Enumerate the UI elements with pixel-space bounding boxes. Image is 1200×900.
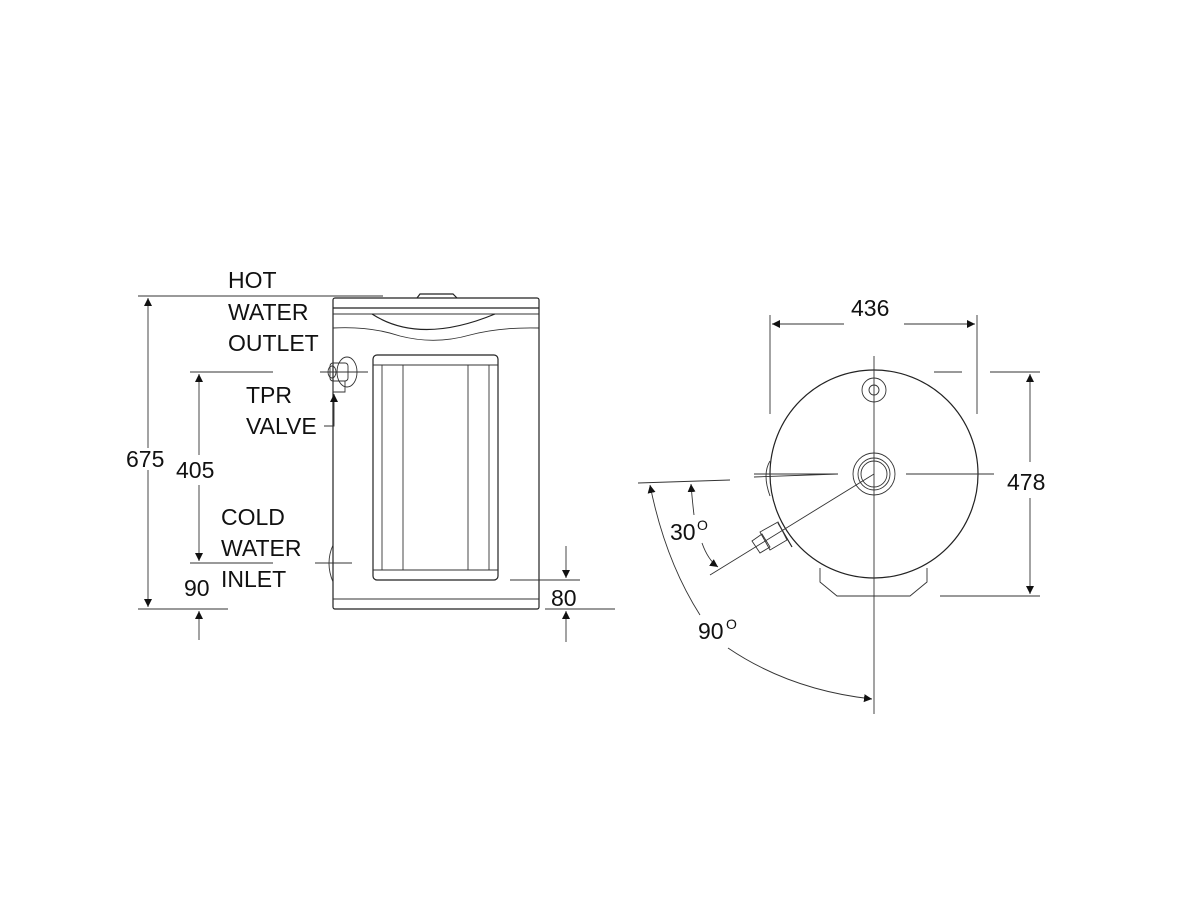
label-cold-inlet: INLET xyxy=(221,566,286,592)
degree-symbol: O xyxy=(697,517,708,533)
cold-inlet-icon xyxy=(315,544,352,583)
dim-quadrant-angle: 90 xyxy=(698,618,724,644)
label-cold: COLD xyxy=(221,504,285,530)
tank-foot xyxy=(819,568,928,597)
control-panel xyxy=(371,313,496,331)
dim-tpr-height: 405 xyxy=(176,457,214,483)
dim-cold-inlet-height: 90 xyxy=(184,575,210,601)
dim-overall-height: 675 xyxy=(126,446,164,472)
label-tpr: TPR xyxy=(246,382,292,408)
front-panel xyxy=(372,354,499,581)
tpr-valve-icon xyxy=(320,356,368,393)
label-hot: HOT xyxy=(228,267,277,293)
top-view: 436 478 30 O 90 O xyxy=(637,295,1045,714)
label-valve: VALVE xyxy=(246,413,317,439)
dim-depth: 478 xyxy=(1007,469,1045,495)
heater-body xyxy=(332,297,540,610)
side-port-icon xyxy=(765,460,771,497)
side-view: HOT WATER OUTLET TPR VALVE COLD WATER IN… xyxy=(126,267,615,642)
top-cap xyxy=(416,293,458,299)
label-hot-water: WATER xyxy=(228,299,309,325)
dim-width: 436 xyxy=(851,295,889,321)
label-hot-outlet: OUTLET xyxy=(228,330,319,356)
dim-inlet-angle: 30 xyxy=(670,519,696,545)
label-cold-water: WATER xyxy=(221,535,302,561)
angled-inlet-icon xyxy=(751,521,793,554)
degree-symbol: O xyxy=(726,616,737,632)
dim-base-height: 80 xyxy=(551,585,577,611)
